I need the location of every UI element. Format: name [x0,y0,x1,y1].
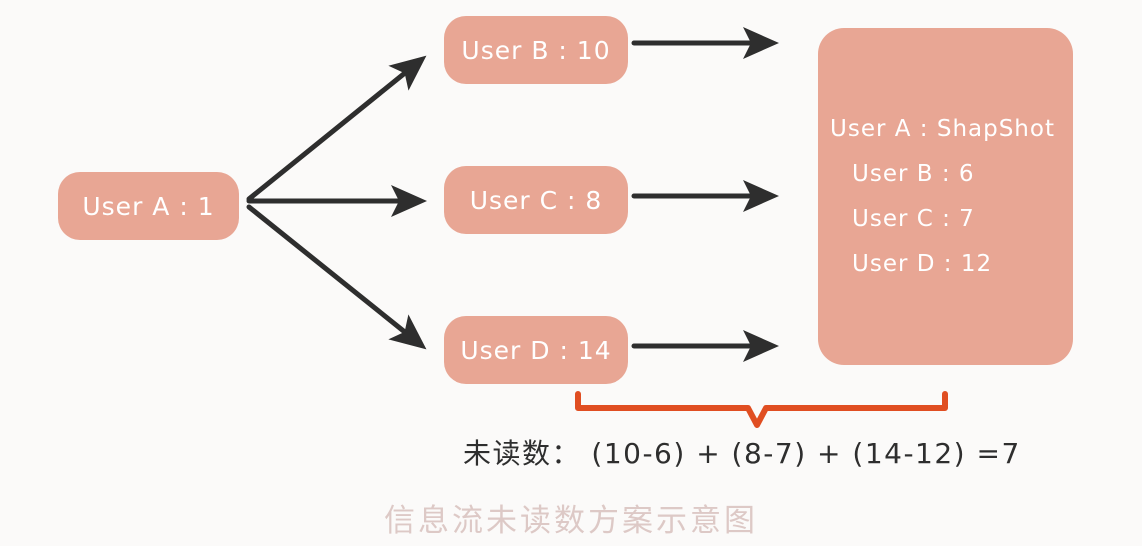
unread-brace [575,391,948,428]
snapshot-panel[interactable]: User A : ShapShot User B : 6 User C : 7 … [818,28,1073,365]
arrow-a-to-b [246,55,427,202]
snapshot-line-user-c: User C : 7 [852,205,975,232]
unread-count-formula: 未读数： (10-6) + (8-7) + (14-12) =7 [463,437,1021,470]
node-user-c-feed[interactable]: User C : 8 [444,166,628,234]
arrow-a-to-d [246,204,427,350]
node-user-a-source[interactable]: User A : 1 [58,172,239,240]
node-user-d-feed[interactable]: User D : 14 [444,316,628,384]
snapshot-line-user-b: User B : 6 [852,160,975,187]
diagram-caption: 信息流未读数方案示意图 [384,503,758,539]
snapshot-line-user-d: User D : 12 [852,250,993,277]
snapshot-line-user-a: User A : ShapShot [830,115,1055,142]
node-user-b-feed[interactable]: User B : 10 [444,16,628,84]
